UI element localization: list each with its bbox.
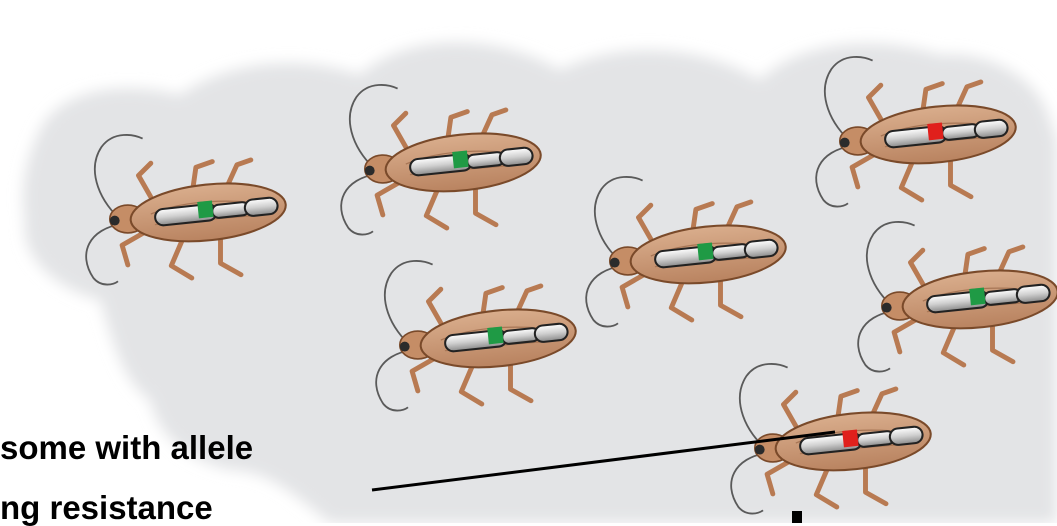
allele-marker (842, 429, 858, 447)
allele-marker (969, 287, 985, 305)
allele-marker (487, 326, 503, 344)
caption-line-2: ng resistance (0, 491, 213, 524)
partial-text-fragment (792, 511, 802, 523)
allele-marker (697, 242, 713, 260)
allele-marker (927, 122, 943, 140)
allele-marker (452, 150, 468, 168)
allele-marker (197, 200, 213, 218)
caption-line-1: some with allele (0, 431, 253, 464)
